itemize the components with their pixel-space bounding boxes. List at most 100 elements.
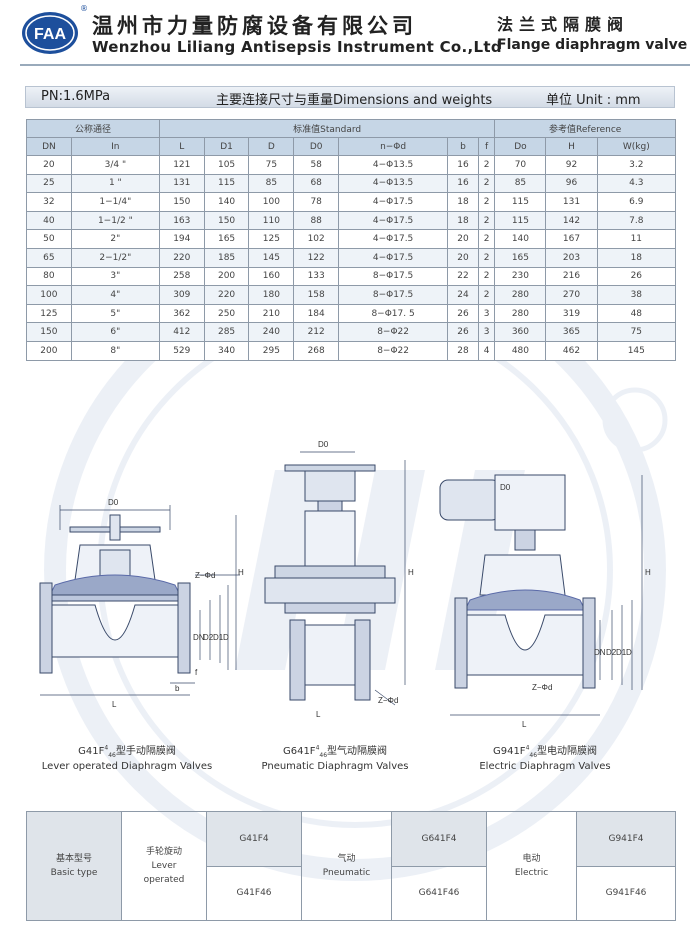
table-cell: 22 (447, 266, 479, 287)
caption-type-en: Electric Diaphragm Valves (479, 761, 611, 772)
table-cell: 4−Φ17.5 (338, 229, 449, 249)
table-cell: 309 (158, 285, 205, 305)
table-cell: 462 (545, 340, 598, 361)
product-name-cn: 法兰式隔膜阀 (497, 15, 630, 34)
table-cell: 78 (293, 192, 340, 212)
basic-type-table: 基本型号 Basic type 手轮旋动 Lever operated G41F… (26, 811, 676, 921)
table-cell: 85 (248, 173, 295, 194)
table-cell: 40 (26, 210, 72, 231)
caption-type-en: Pneumatic Diaphragm Valves (261, 761, 409, 772)
table-cell: 4−Φ17.5 (338, 210, 449, 231)
table-cell: 2 (477, 285, 496, 305)
table-cell: 18 (596, 247, 677, 268)
label-h-2: H (408, 568, 414, 577)
caption-sub: 46 (319, 752, 328, 759)
label-d-3: D (626, 648, 632, 657)
table-cell: 280 (494, 303, 547, 324)
table-cell: 268 (293, 340, 340, 361)
table-cell: 4−Φ17.5 (338, 247, 449, 268)
table-cell: 250 (203, 303, 250, 324)
table-cell: 220 (203, 285, 250, 305)
table-cell: 165 (494, 247, 547, 268)
caption-electric-valve: G941F446型电动隔膜阀 Electric Diaphragm Valves (440, 742, 650, 772)
table-cell: 38 (596, 285, 677, 305)
table-cell: 26 (596, 266, 677, 287)
column-header: D (248, 137, 295, 156)
lever-model-1: G41F4 (206, 811, 302, 867)
table-cell: 2 (477, 266, 496, 287)
product-name-en: Flange diaphragm valve (497, 37, 688, 53)
table-cell: 158 (293, 285, 340, 305)
table-cell: 1−1/4" (70, 192, 160, 212)
table-cell: 26 (447, 303, 479, 324)
table-cell: 131 (158, 173, 205, 194)
table-cell: 2 (477, 247, 496, 268)
table-cell: 295 (248, 340, 295, 361)
column-header: W(kg) (596, 137, 677, 156)
column-header: L (158, 137, 205, 156)
table-cell: 3" (70, 266, 160, 287)
table-cell: 3/4 " (70, 155, 160, 175)
table-cell: 203 (545, 247, 598, 268)
table-cell: 216 (545, 266, 598, 287)
table-cell: 115 (203, 173, 250, 194)
table-cell: 6.9 (596, 192, 677, 212)
table-cell: 18 (447, 210, 479, 231)
label-d0-3: D0 (500, 483, 511, 492)
label-zphid-2: Z−Φd (378, 696, 398, 705)
table-cell: 150 (158, 192, 205, 212)
table-cell: 8−Φ22 (338, 322, 449, 342)
table-cell: 150 (203, 210, 250, 231)
column-header: f (477, 137, 496, 156)
valve-drawings: D0 H L b f DN D2 D1 D Z−Φd D0 H L Z−Φd D… (39, 440, 651, 729)
electric-cell: 电动 Electric (486, 811, 577, 921)
electric-cn: 电动 (522, 854, 541, 864)
label-d2-3: D2 (606, 648, 617, 657)
label-d1-3: D1 (616, 648, 627, 657)
label-d0-2: D0 (318, 440, 329, 449)
table-cell: 362 (158, 303, 205, 324)
table-cell: 280 (494, 285, 547, 305)
pneumatic-model-1: G641F4 (391, 811, 487, 867)
table-cell: 270 (545, 285, 598, 305)
table-cell: 2−1/2" (70, 247, 160, 268)
group-header-nominal: 公称通径 (26, 119, 160, 138)
table-cell: 131 (545, 192, 598, 212)
table-cell: 88 (293, 210, 340, 231)
table-cell: 2 (477, 173, 496, 194)
table-cell: 2 (477, 210, 496, 231)
section-title: 主要连接尺寸与重量Dimensions and weights (216, 93, 493, 108)
column-header: In (70, 137, 160, 156)
table-cell: 18 (447, 192, 479, 212)
table-cell: 32 (26, 192, 72, 212)
column-header: D0 (293, 137, 340, 156)
lever-en-2: operated (143, 875, 185, 885)
table-cell: 3 (477, 322, 496, 342)
group-header-standard: 标准值Standard (158, 119, 496, 138)
pneumatic-valve-drawing (264, 451, 406, 706)
header-divider (20, 64, 690, 66)
table-cell: 24 (447, 285, 479, 305)
label-l-3: L (522, 720, 527, 729)
group-header-reference: 参考值Reference (494, 119, 676, 138)
table-cell: 2 (477, 192, 496, 212)
table-cell: 133 (293, 266, 340, 287)
table-cell: 50 (26, 229, 72, 249)
label-dn-3: DN (594, 648, 606, 657)
table-cell: 163 (158, 210, 205, 231)
lever-cn: 手轮旋动 (145, 847, 182, 857)
label-d-1: D (223, 633, 229, 642)
table-cell: 7.8 (596, 210, 677, 231)
table-cell: 75 (248, 155, 295, 175)
electric-en: Electric (514, 868, 549, 878)
column-header: DN (26, 137, 72, 156)
table-cell: 142 (545, 210, 598, 231)
table-cell: 529 (158, 340, 205, 361)
table-cell: 125 (248, 229, 295, 249)
